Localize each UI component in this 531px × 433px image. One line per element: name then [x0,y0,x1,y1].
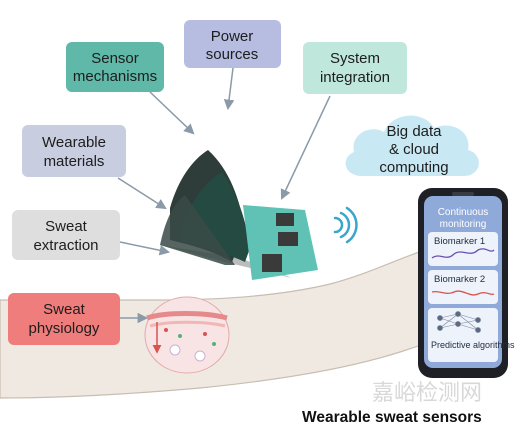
wireless-icon [333,206,358,244]
sensor-line-1: Sensor [91,50,139,67]
smartphone: Continuous monitoring Biomarker 1 Biomar… [418,188,515,378]
label-sweat-physiology: Sweat physiology [8,293,120,345]
label-sweat-extraction: Sweat extraction [12,210,120,260]
watermark: 嘉峪检测网 [372,381,482,406]
physiology-line-2: physiology [29,320,100,337]
biomarker-2-trace [431,290,495,296]
system-line-1: System [330,50,380,67]
arrow-sensor [149,91,195,135]
label-sensor-mechanisms: Sensor mechanisms [66,42,164,92]
arrow-materials [117,177,167,210]
arrow-power [223,67,235,111]
label-wearable-materials: Wearable materials [22,125,126,177]
cloud-line-1: Big data [386,123,442,140]
extraction-line-2: extraction [33,237,98,254]
materials-line-1: Wearable [42,134,106,151]
extraction-line-1: Sweat [45,218,88,235]
sensor-line-2: mechanisms [73,68,157,85]
arrow-extraction [119,241,171,256]
system-line-2: integration [320,69,390,86]
power-line-1: Power [211,28,254,45]
chip-2 [278,232,298,246]
biomarker-2-label: Biomarker 2 [434,274,485,285]
neural-network-icon [437,311,481,333]
arrow-system [280,95,331,200]
biomarker-1-label: Biomarker 1 [434,236,485,247]
phone-header-2: monitoring [440,219,487,230]
phone-header-1: Continuous [438,207,489,218]
power-line-2: sources [206,46,259,63]
cloud-line-3: computing [379,159,448,176]
flexible-film-mid [160,195,235,265]
label-system-integration: System integration [303,42,407,94]
materials-line-2: materials [44,153,105,170]
chip-3 [262,254,282,272]
chip-1 [276,213,294,226]
cloud-big-data: Big data & cloud computing [345,115,479,176]
physiology-line-1: Sweat [43,301,86,318]
diagram-title: Wearable sweat sensors [302,409,482,426]
biomarker-1-trace [431,248,495,259]
predictive-label: Predictive algorithms [431,340,515,350]
label-power-sources: Power sources [184,20,281,68]
cloud-line-2: & cloud [389,141,439,158]
skin-cross-section [144,296,230,374]
